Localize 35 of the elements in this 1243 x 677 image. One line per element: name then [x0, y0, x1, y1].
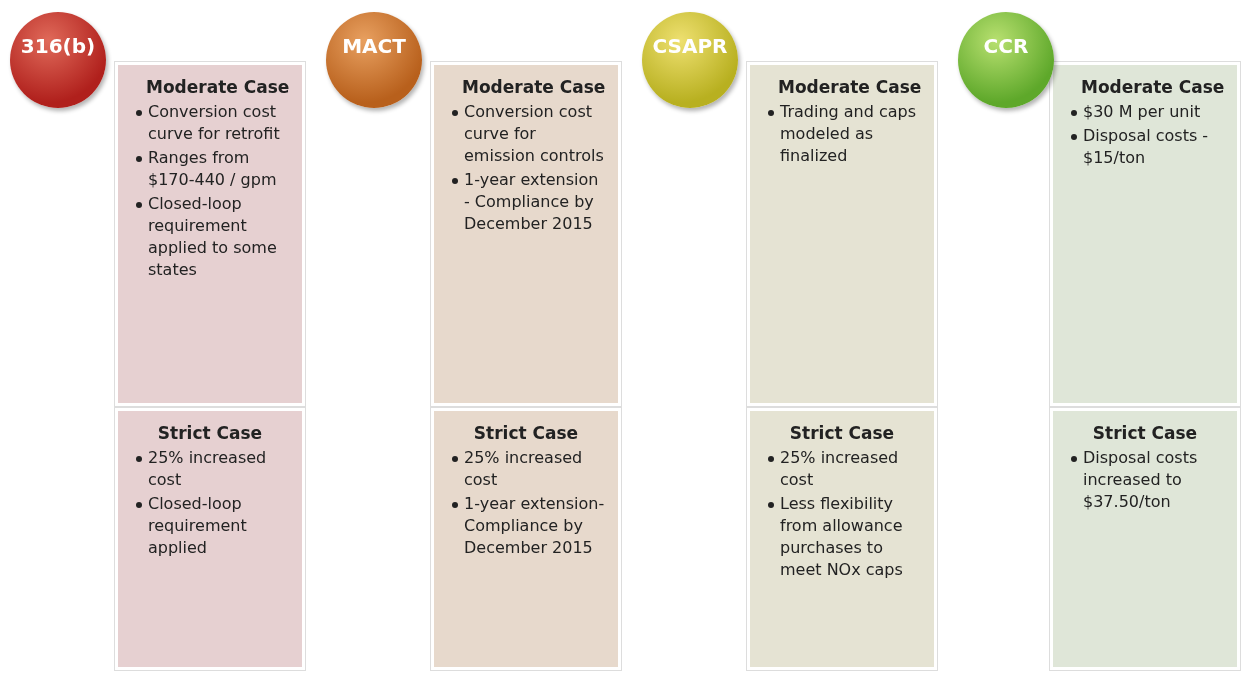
case-heading: Moderate Case — [462, 77, 607, 97]
bullet-text: 25% increased cost — [464, 447, 584, 491]
case-heading: Strict Case — [788, 423, 896, 443]
bullet-text: Closed-loop requirement applied to some states — [148, 193, 278, 281]
bullet-text: Closed-loop requirement applied — [148, 493, 248, 559]
bullet-text: $30 M per unit — [1083, 101, 1202, 123]
case-heading: Moderate Case — [1081, 77, 1226, 97]
bullet-text: Conversion cost curve for emission controls — [464, 101, 605, 167]
moderate-case-panel — [747, 62, 937, 406]
case-heading: Strict Case — [472, 423, 580, 443]
case-heading: Strict Case — [156, 423, 264, 443]
case-heading: Moderate Case — [146, 77, 291, 97]
bullet-text: 1-year extension- Compliance by December 2015 — [464, 493, 606, 559]
moderate-case-panel — [115, 62, 305, 406]
topic-label: 316(b) — [20, 34, 96, 58]
bullet-text: 25% increased cost — [780, 447, 900, 491]
bullet-text: Disposal costs - $15/ton — [1083, 125, 1210, 169]
moderate-case-panel — [1050, 62, 1240, 406]
case-heading: Moderate Case — [778, 77, 923, 97]
moderate-case-panel — [431, 62, 621, 406]
bullet-text: Disposal costs increased to $37.50/ton — [1083, 447, 1199, 513]
bullet-text: Less flexibility from allowance purchases to meet NOx caps — [780, 493, 904, 581]
bullet-text: Trading and caps modeled as finalized — [780, 101, 918, 167]
strict-case-panel — [1050, 408, 1240, 670]
bullet-text: Ranges from $170-440 / gpm — [148, 147, 278, 191]
bullet-text: Conversion cost curve for retrofit — [148, 101, 281, 145]
topic-label: CSAPR — [652, 34, 728, 58]
bullet-text: 25% increased cost — [148, 447, 268, 491]
strict-case-panel — [115, 408, 305, 670]
strict-case-panel — [431, 408, 621, 670]
topic-label: MACT — [342, 34, 406, 58]
bullet-text: 1-year extension - Compliance by December 2015 — [464, 169, 600, 235]
topic-label: CCR — [983, 34, 1029, 58]
case-heading: Strict Case — [1091, 423, 1199, 443]
strict-case-panel — [747, 408, 937, 670]
